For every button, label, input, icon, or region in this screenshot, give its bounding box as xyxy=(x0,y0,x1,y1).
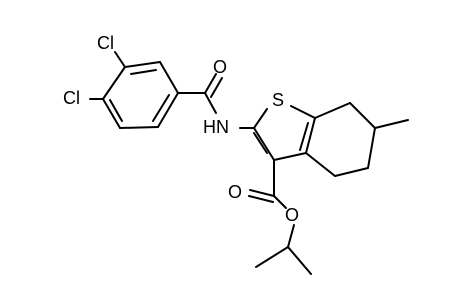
bond-c2-s xyxy=(253,108,268,129)
atom-label-amide-n: HN xyxy=(203,117,229,137)
dichlorophenyl-ring xyxy=(102,61,179,129)
atom-label-ester-o2: O xyxy=(285,205,299,225)
bond-methyl xyxy=(374,119,409,129)
bond-c7a-c7 xyxy=(314,102,351,119)
bond-o-isopropyl xyxy=(287,224,295,248)
bond-c5-c4 xyxy=(334,167,369,177)
bond-c4-c3a xyxy=(305,152,336,177)
bond-c7a-c3a-double xyxy=(299,122,309,151)
bond-c7a-c3a xyxy=(305,117,316,154)
bond-isopropyl-me2 xyxy=(287,246,312,275)
bond-amide-co-2 xyxy=(210,77,223,98)
atom-label-cl-top: Cl xyxy=(97,33,114,53)
bond-ring-inner-2 xyxy=(152,94,170,122)
bond-c7-c6 xyxy=(349,102,376,129)
bond-c3a-c3 xyxy=(273,152,307,161)
bond-ring-inner-1 xyxy=(130,69,157,75)
bond-c3-c2-double xyxy=(253,132,268,154)
atom-label-amide-o: O xyxy=(213,57,227,77)
cyclohexene-ring xyxy=(305,102,409,177)
bond-c3-c2 xyxy=(253,127,275,161)
bond-s-c7a xyxy=(290,105,316,119)
bond-cl-top xyxy=(114,51,126,68)
thiophene-ring xyxy=(253,105,316,161)
bond-ring-3 xyxy=(157,92,179,128)
bond-carbonyl-to-n xyxy=(204,92,217,114)
bond-ring-2 xyxy=(159,61,179,94)
atom-label-ester-o1: O xyxy=(228,182,242,202)
bond-ring-5 xyxy=(102,98,121,129)
bond-ring-6 xyxy=(102,66,126,100)
bond-amide-co-1 xyxy=(204,73,217,94)
bond-ring-1 xyxy=(124,61,161,68)
bond-c6-c5 xyxy=(367,127,376,169)
bond-ester-c-o xyxy=(273,195,287,209)
bond-ring-4 xyxy=(119,126,159,129)
bond-ring-inner-3 xyxy=(109,99,123,122)
atom-label-sulfur: S xyxy=(272,90,284,110)
bond-ester-co-1 xyxy=(249,189,275,197)
bond-isopropyl-me1 xyxy=(255,246,289,268)
bond-ester-co-2 xyxy=(248,195,274,203)
atom-label-cl-left: Cl xyxy=(63,88,80,108)
